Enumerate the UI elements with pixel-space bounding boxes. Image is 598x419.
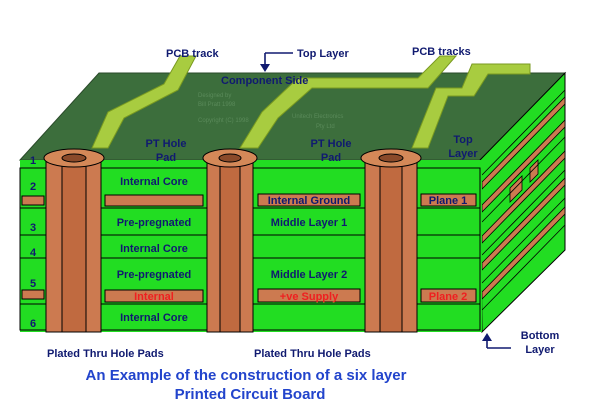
caption-line-1: An Example of the construction of a six … (86, 367, 407, 384)
plane-1-label: Plane 1 (429, 195, 468, 207)
layer-number-5: 5 (30, 278, 36, 290)
side-slots (509, 159, 539, 203)
pt-hole-pad-mid-line1: PT Hole (311, 138, 352, 150)
internal-core-2-label: Internal Core (120, 243, 188, 255)
panel-b (100, 167, 208, 331)
top-layer-side-line1: Top (453, 134, 473, 146)
layer-number-2: 2 (30, 181, 36, 193)
pre-pregnated-1-label: Pre-pregnated (117, 217, 192, 229)
plated-hole-right (360, 148, 422, 333)
svg-text:Unitech Electronics: Unitech Electronics (292, 114, 343, 120)
pre-pregnated-2-label: Pre-pregnated (117, 269, 192, 281)
panel-d (416, 167, 481, 331)
component-side-label: Component Side (221, 75, 308, 87)
pcb-track-label: PCB track (166, 48, 219, 60)
watermark: Designed by Bill Pratt 1998 Copyright (C… (198, 93, 343, 130)
pt-hole-pad-mid-line2: Pad (321, 152, 341, 164)
pt-hole-pad-left-line1: PT Hole (146, 138, 187, 150)
side-layer-lines (481, 89, 566, 311)
plane-2-label: Plane 2 (429, 291, 468, 303)
layer-number-1: 1 (30, 155, 36, 167)
top-layer-side-line2: Layer (448, 148, 478, 160)
plated-hole-middle (202, 148, 258, 333)
svg-text:Bill Pratt 1998: Bill Pratt 1998 (198, 102, 236, 108)
internal-ground-label: Internal Ground (268, 195, 351, 207)
internal-core-3-label: Internal Core (120, 312, 188, 324)
layer-number-4: 4 (30, 247, 37, 259)
pcb-track-left (91, 55, 197, 149)
pcb-track-right (411, 63, 531, 149)
plated-pads-right-label: Plated Thru Hole Pads (254, 348, 371, 360)
bottom-layer-line2: Layer (525, 344, 555, 356)
internal-label: Internal (134, 291, 174, 303)
side-copper-strips (481, 96, 566, 300)
caption-line-2: Printed Circuit Board (175, 386, 326, 403)
plated-hole-left (43, 148, 105, 333)
top-layer-arrow (260, 52, 293, 72)
middle-layer-1-label: Middle Layer 1 (271, 217, 347, 229)
internal-core-1-label: Internal Core (120, 176, 188, 188)
pt-hole-pad-left-line2: Pad (156, 152, 176, 164)
bottom-layer-arrow (482, 333, 511, 349)
middle-layer-2-label: Middle Layer 2 (271, 269, 347, 281)
panel-c (252, 167, 366, 331)
ve-supply-label: +ve Supply (280, 291, 339, 303)
pcb-tracks-label: PCB tracks (412, 46, 471, 58)
pcb-track-middle (239, 55, 458, 149)
svg-text:Designed by: Designed by (198, 93, 231, 99)
svg-text:Copyright (C) 1998: Copyright (C) 1998 (198, 118, 249, 124)
layer-number-3: 3 (30, 222, 36, 234)
bottom-layer-line1: Bottom (521, 330, 560, 342)
svg-text:Pty Ltd: Pty Ltd (316, 124, 335, 130)
layer-number-6: 6 (30, 318, 36, 330)
top-layer-label: Top Layer (297, 48, 349, 60)
plated-pads-left-label: Plated Thru Hole Pads (47, 348, 164, 360)
